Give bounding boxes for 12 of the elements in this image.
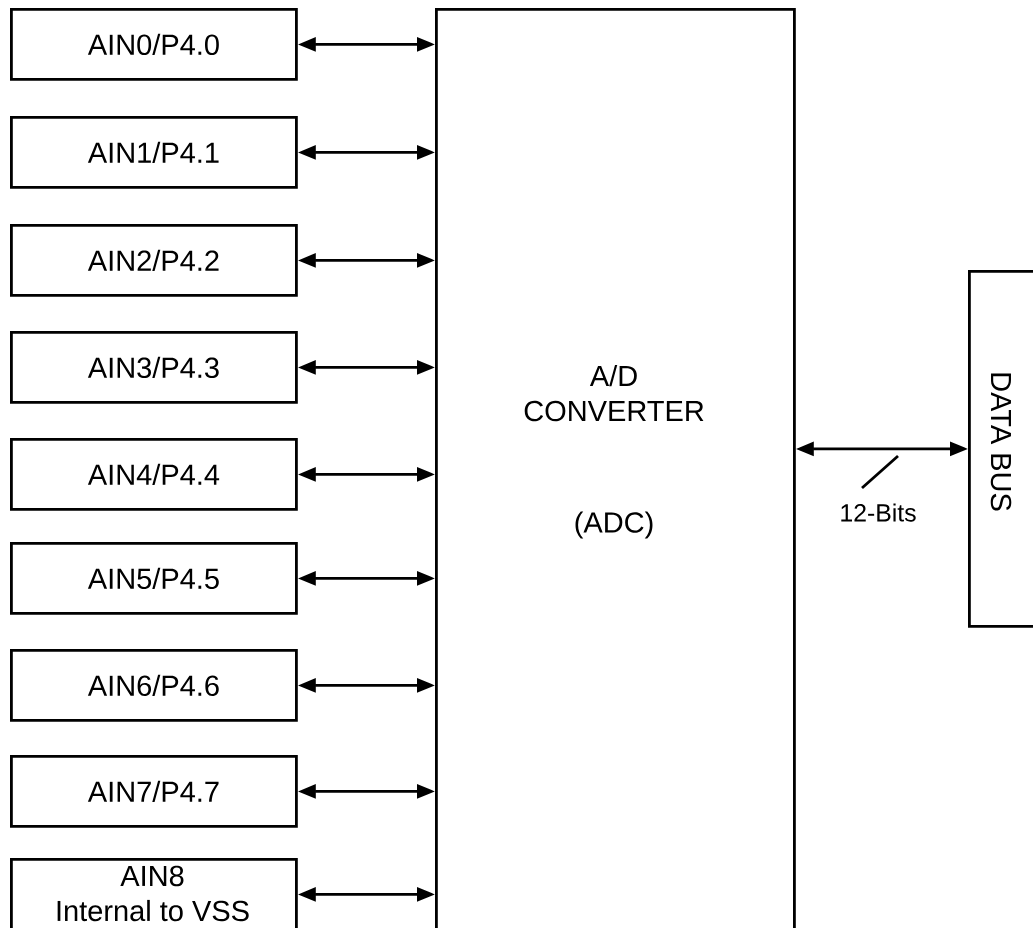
input-box: AIN1/P4.1 [10, 116, 298, 189]
input-box: AIN7/P4.7 [10, 755, 298, 828]
converter-box: A/D CONVERTER (ADC) [435, 8, 796, 928]
input-box: AIN3/P4.3 [10, 331, 298, 404]
input-box: AIN6/P4.6 [10, 649, 298, 722]
input-box: AIN8 Internal to VSS [10, 858, 298, 928]
input-box: AIN2/P4.2 [10, 224, 298, 297]
data-bus-box: DATA BUS [968, 270, 1033, 628]
input-box: AIN5/P4.5 [10, 542, 298, 615]
input-box: AIN0/P4.0 [10, 8, 298, 81]
input-box: AIN4/P4.4 [10, 438, 298, 511]
edge-label: 12-Bits [841, 503, 916, 522]
